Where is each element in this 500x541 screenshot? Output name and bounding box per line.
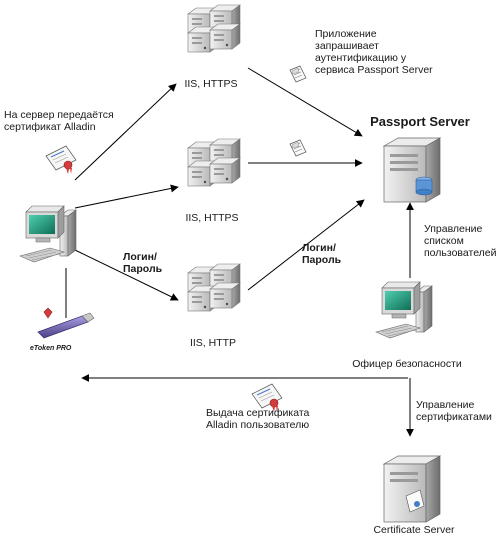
security-officer-label: Офицер безопасности	[352, 358, 462, 370]
client-workstation-icon	[19, 205, 77, 263]
request-document-icon-mid	[289, 139, 307, 157]
cert-sent-label: На сервер передаётся сертификат Alladin	[4, 109, 117, 133]
iis-server-mid	[188, 139, 240, 186]
security-officer-workstation-icon	[375, 281, 433, 339]
arrows	[65, 67, 414, 437]
certificate-server-label: Certificate Server	[373, 524, 455, 536]
certificate-icon-client	[45, 145, 77, 175]
app-request-label: Приложение запрашивает аутентификацию у …	[315, 28, 433, 76]
iis-server-top-label: IIS, HTTPS	[184, 78, 237, 90]
login-password-label-left: Логин/ Пароль	[123, 251, 163, 275]
iis-server-top	[188, 5, 240, 52]
request-document-icon-top	[289, 65, 307, 83]
user-management-label: Управление списком пользователей	[424, 223, 497, 259]
passport-server-title: Passport Server	[370, 114, 470, 129]
iis-server-mid-label: IIS, HTTPS	[185, 212, 238, 224]
certificate-issue-label: Выдача сертификата Alladin пользователю	[206, 407, 312, 431]
iis-server-bottom-label: IIS, HTTP	[190, 337, 236, 349]
login-password-label-right: Логин/ Пароль	[302, 242, 342, 266]
arrow-iis-bottom-to-passport	[247, 199, 365, 291]
passport-server-icon	[382, 137, 442, 203]
arrow-client-to-iis-mid	[74, 184, 179, 209]
certificate-server-icon	[382, 455, 442, 523]
iis-server-bottom	[188, 264, 240, 311]
arrow-iis-top-to-passport	[247, 67, 363, 137]
usb-token-icon	[37, 307, 95, 339]
usb-token-label: eToken PRO	[30, 345, 72, 352]
arrow-client-to-iis-top	[74, 83, 177, 181]
certificate-management-label: Управление сертификатами	[416, 399, 492, 423]
arrow-client-to-iis-bottom	[74, 249, 179, 301]
